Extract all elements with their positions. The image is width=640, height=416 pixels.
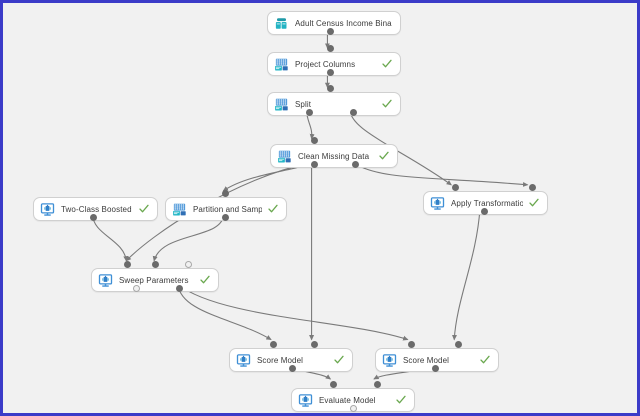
port-output-sweep-parameters[interactable] bbox=[176, 285, 183, 292]
node-split[interactable]: Split bbox=[267, 92, 401, 116]
edge-sweep-parameters-to-score-model-left bbox=[177, 284, 272, 341]
module-icon bbox=[430, 196, 445, 210]
node-label: Evaluate Model bbox=[319, 395, 376, 405]
node-label: Partition and Sample bbox=[193, 204, 262, 214]
node-label: Clean Missing Data bbox=[298, 151, 370, 161]
node-label: Project Columns bbox=[295, 59, 356, 69]
port-output-project-columns[interactable] bbox=[327, 69, 334, 76]
edge-partition-and-sample-to-sweep-parameters bbox=[152, 214, 224, 262]
port-output-score-model-right[interactable] bbox=[432, 365, 439, 372]
node-label: Two-Class Boosted Decision T... bbox=[61, 204, 133, 214]
node-label: Adult Census Income Binary C... bbox=[295, 18, 392, 28]
module-icon bbox=[382, 353, 397, 367]
port-output-score-model-left[interactable] bbox=[289, 365, 296, 372]
port-input-sweep-parameters[interactable] bbox=[185, 261, 192, 268]
node-label: Score Model bbox=[257, 355, 304, 365]
node-two-class-boosted-decision-tree[interactable]: Two-Class Boosted Decision T... bbox=[33, 197, 158, 221]
status-success-check-icon bbox=[139, 204, 149, 213]
port-output-split[interactable] bbox=[306, 109, 313, 116]
status-success-check-icon bbox=[334, 355, 344, 364]
port-output-clean-missing-data[interactable] bbox=[311, 161, 318, 168]
port-output-dataset[interactable] bbox=[327, 28, 334, 35]
dataset-icon bbox=[275, 17, 287, 29]
port-input-evaluate-model[interactable] bbox=[330, 381, 337, 388]
edge-two-class-boosted-decision-tree-to-sweep-parameters bbox=[92, 214, 129, 262]
status-success-check-icon bbox=[379, 151, 389, 160]
status-success-check-icon bbox=[396, 395, 406, 404]
node-label: Split bbox=[295, 99, 312, 109]
port-input-sweep-parameters[interactable] bbox=[124, 261, 131, 268]
node-apply-transformation[interactable]: Apply Transformation bbox=[423, 191, 548, 215]
data-transform-icon bbox=[275, 58, 288, 70]
module-icon bbox=[40, 202, 55, 216]
graph-canvas[interactable]: Adult Census Income Binary C... Project C… bbox=[3, 3, 637, 413]
data-transform-icon bbox=[275, 98, 288, 110]
module-icon bbox=[236, 353, 251, 367]
status-success-check-icon bbox=[382, 99, 392, 108]
node-sweep-parameters[interactable]: Sweep Parameters bbox=[91, 268, 219, 292]
node-clean-missing-data[interactable]: Clean Missing Data bbox=[270, 144, 398, 168]
module-icon bbox=[98, 273, 113, 287]
port-output-split[interactable] bbox=[350, 109, 357, 116]
node-project-columns[interactable]: Project Columns bbox=[267, 52, 401, 76]
port-input-apply-transformation[interactable] bbox=[452, 184, 459, 191]
status-success-check-icon bbox=[382, 59, 392, 68]
module-icon bbox=[298, 393, 313, 407]
port-output-two-class-boosted-decision-tree[interactable] bbox=[90, 214, 97, 221]
edge-sweep-parameters-to-score-model-right bbox=[177, 283, 409, 341]
port-input-split[interactable] bbox=[327, 85, 334, 92]
port-input-project-columns[interactable] bbox=[327, 45, 334, 52]
node-label: Apply Transformation bbox=[451, 198, 523, 208]
port-input-score-model-left[interactable] bbox=[311, 341, 318, 348]
port-input-score-model-right[interactable] bbox=[408, 341, 415, 348]
port-input-sweep-parameters[interactable] bbox=[152, 261, 159, 268]
status-success-check-icon bbox=[200, 275, 210, 284]
node-dataset[interactable]: Adult Census Income Binary C... bbox=[267, 11, 401, 35]
port-output-evaluate-model[interactable] bbox=[350, 405, 357, 412]
node-label: Score Model bbox=[403, 355, 450, 365]
status-success-check-icon bbox=[529, 198, 539, 207]
data-transform-icon bbox=[278, 150, 291, 162]
port-output-apply-transformation[interactable] bbox=[481, 208, 488, 215]
node-label: Sweep Parameters bbox=[119, 275, 189, 285]
data-transform-icon bbox=[173, 203, 186, 215]
port-input-clean-missing-data[interactable] bbox=[311, 137, 318, 144]
port-input-score-model-left[interactable] bbox=[270, 341, 277, 348]
edge-apply-transformation-to-score-model-right bbox=[452, 208, 481, 341]
status-success-check-icon bbox=[268, 204, 278, 213]
port-input-score-model-right[interactable] bbox=[455, 341, 462, 348]
port-output-sweep-parameters[interactable] bbox=[133, 285, 140, 292]
port-output-partition-and-sample[interactable] bbox=[222, 214, 229, 221]
port-input-apply-transformation[interactable] bbox=[529, 184, 536, 191]
status-success-check-icon bbox=[480, 355, 490, 364]
port-input-partition-and-sample[interactable] bbox=[222, 190, 229, 197]
port-input-evaluate-model[interactable] bbox=[374, 381, 381, 388]
port-output-clean-missing-data[interactable] bbox=[352, 161, 359, 168]
